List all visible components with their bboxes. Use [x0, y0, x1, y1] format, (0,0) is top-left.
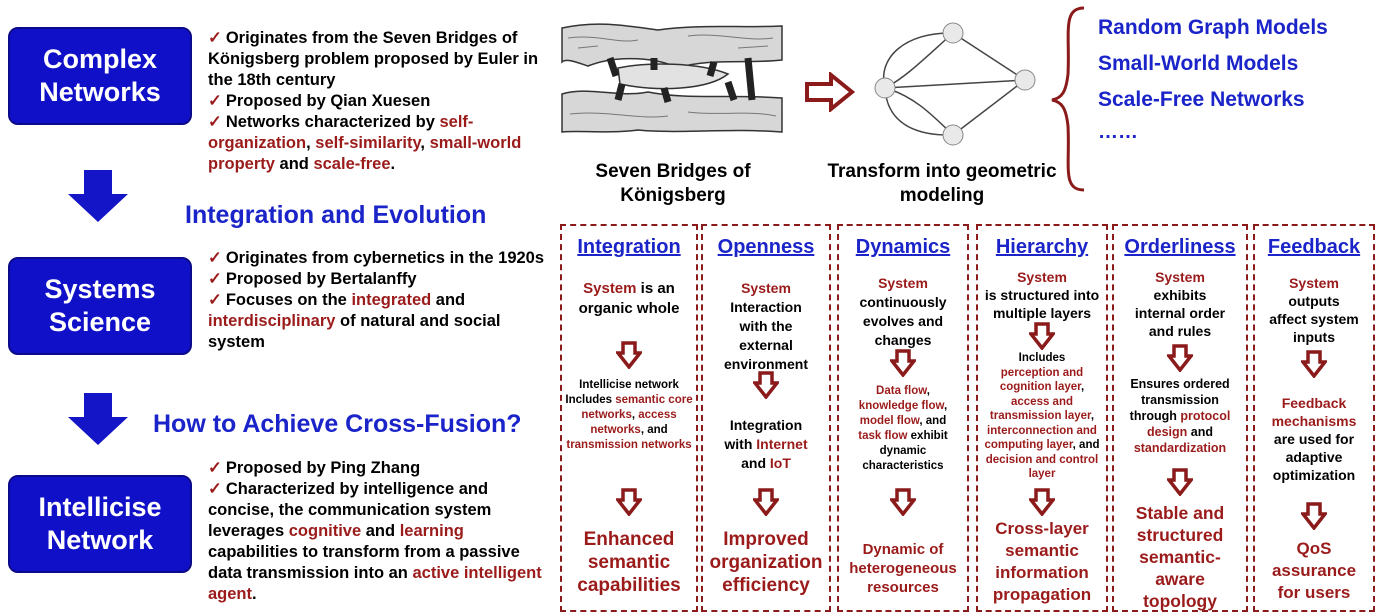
down-arrow-outline-icon: [616, 341, 642, 369]
complex-networks-bullets: ✓Originates from the Seven Bridges of Kö…: [208, 29, 539, 173]
column-result: QoS assurance for users: [1271, 539, 1357, 602]
column-title: Dynamics: [855, 236, 951, 258]
konigsberg-map-sketch: [558, 18, 786, 136]
column-result: Enhanced semantic capabilities: [577, 529, 681, 596]
down-arrow-outline-icon: [1029, 488, 1055, 516]
column-detail: Integration with Internet and IoT: [724, 417, 808, 471]
down-arrow-outline-icon: [753, 371, 779, 399]
column-detail: Feedback mechanisms are used for adaptiv…: [1271, 395, 1357, 483]
systems-science-box: Systems Science: [8, 257, 192, 355]
column-result: Stable and structured semantic- aware to…: [1135, 503, 1225, 611]
down-arrow-outline-icon: [890, 488, 916, 516]
column-result: Cross-layer semantic information propaga…: [992, 519, 1092, 604]
column-integration: Integration System is an organic whole I…: [560, 224, 698, 612]
integration-evolution-label: Integration and Evolution: [185, 201, 487, 229]
down-arrow-outline-icon: [1029, 322, 1055, 350]
down-arrow-icon: [68, 393, 128, 445]
column-detail: Ensures ordered transmission through pro…: [1129, 377, 1231, 455]
down-arrow-outline-icon: [1167, 468, 1193, 496]
column-detail: Includes perception and cognition layer,…: [984, 352, 1100, 480]
column-result: Dynamic of heterogeneous resources: [849, 541, 957, 596]
model-item: Random Graph Models: [1098, 16, 1328, 39]
intellicise-network-bullets: ✓Proposed by Ping Zhang ✓Characterized b…: [208, 459, 542, 603]
caption-seven-bridges: Seven Bridges of Königsberg: [595, 161, 751, 206]
curly-brace-icon: [1051, 6, 1085, 192]
geometric-graph-diagram: [874, 22, 1036, 146]
systems-science-bullets: ✓Originates from cybernetics in the 1920…: [208, 249, 545, 351]
down-arrow-outline-icon: [753, 488, 779, 516]
down-arrow-outline-icon: [1301, 502, 1327, 530]
column-detail: Data flow, knowledge flow, model flow, a…: [858, 385, 948, 472]
cross-fusion-label: How to Achieve Cross-Fusion?: [153, 410, 522, 438]
column-title: Hierarchy: [995, 236, 1089, 258]
column-result: Improved organization efficiency: [709, 529, 823, 596]
down-arrow-outline-icon: [890, 349, 916, 377]
column-title: Integration: [577, 236, 681, 258]
down-arrow-outline-icon: [1301, 350, 1327, 378]
model-item: ……: [1098, 121, 1138, 143]
intellicise-network-box: Intellicise Network: [8, 475, 192, 573]
column-statement: System is an organic whole: [578, 280, 680, 317]
down-arrow-outline-icon: [1167, 344, 1193, 372]
transform-arrow-icon: [805, 72, 855, 112]
down-arrow-outline-icon: [616, 488, 642, 516]
column-title: Orderliness: [1124, 236, 1236, 258]
complex-networks-box: Complex Networks: [8, 27, 192, 125]
model-item: Scale-Free Networks: [1098, 88, 1305, 111]
model-list: Random Graph Models Small-World Models S…: [1098, 10, 1328, 146]
down-arrow-icon: [68, 170, 128, 222]
column-title: Openness: [717, 236, 815, 258]
column-title: Feedback: [1267, 236, 1361, 258]
caption-geometric-modeling: Transform into geometric modeling: [827, 161, 1057, 206]
column-detail: Intellicise network Includes semantic co…: [565, 379, 693, 451]
model-item: Small-World Models: [1098, 52, 1299, 75]
